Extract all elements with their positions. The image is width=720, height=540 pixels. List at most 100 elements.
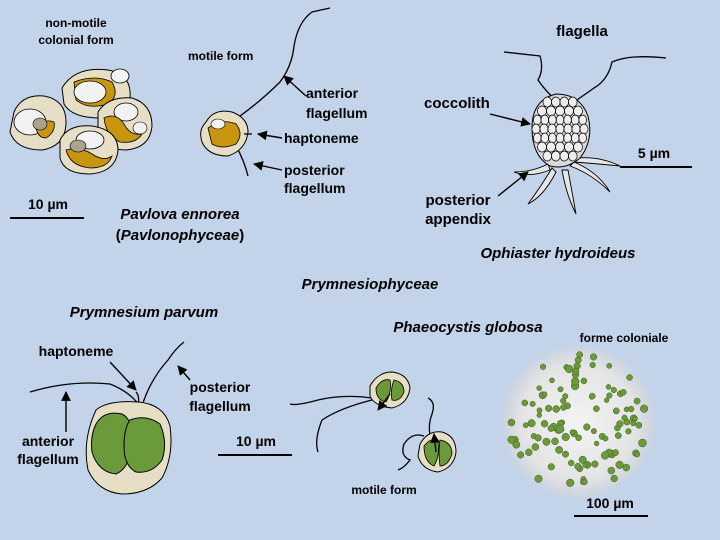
posterior-label-line1: posterior <box>284 162 345 178</box>
pavlova-colonial-cells <box>9 68 153 175</box>
appendix-label-line1: posterior <box>425 192 490 209</box>
ophiaster-scale-label: 5 µm <box>638 145 670 161</box>
coccolith-plate <box>555 132 565 144</box>
colony-cell <box>561 432 570 442</box>
posterior-label-line2: flagellum <box>284 180 345 196</box>
colony-cell <box>568 459 575 467</box>
colony-scale-label: 100 µm <box>586 495 634 511</box>
colony-cell <box>527 419 536 428</box>
coccolith-plate <box>578 132 587 144</box>
coccolith-plate <box>540 132 549 144</box>
coccolith-plate <box>563 123 573 135</box>
coccolith-plate <box>537 105 547 117</box>
colony-cell <box>593 440 600 447</box>
coccolith-plate <box>555 114 565 126</box>
colony-cell <box>591 460 599 468</box>
colony-cell <box>589 353 598 361</box>
motile-flagellum <box>427 397 434 437</box>
colony-cell <box>569 429 576 435</box>
colony-cell <box>603 397 610 403</box>
colony-cell <box>616 420 624 428</box>
class-title: Prymnesiophyceae <box>302 276 439 293</box>
pavlova-species-name: Pavlova ennorea <box>120 206 239 223</box>
colony-cell <box>605 384 612 390</box>
colony-cell <box>578 455 587 464</box>
colony-cell <box>572 367 580 375</box>
colony-cell <box>633 397 641 405</box>
colony-cell <box>555 424 565 434</box>
coccolith-plate <box>579 123 589 135</box>
colony-cell <box>536 412 542 418</box>
motile-flagellum <box>397 434 425 471</box>
pavlova-motile-label: motile form <box>188 49 253 63</box>
anterior-label-line1: anterior <box>306 85 359 101</box>
coccolith-plate <box>571 114 580 126</box>
coccolith-plate <box>564 141 574 153</box>
coccolith-plate <box>571 123 581 135</box>
prymnesium-posterior-line2: flagellum <box>189 398 250 414</box>
phaeocystis-species-name: Phaeocystis globosa <box>393 319 542 336</box>
colony-cell <box>507 418 516 427</box>
prymnesium-species-name: Prymnesium parvum <box>70 304 218 321</box>
colony-cell <box>600 451 610 460</box>
coccolith-arrow <box>489 113 531 127</box>
colony-cell <box>547 424 555 432</box>
coccolith-plate <box>555 141 565 153</box>
colony-cell <box>612 407 620 415</box>
phaeocystis-motile-cell-lower <box>397 397 457 473</box>
phaeocystis-motile-label: motile form <box>351 483 416 497</box>
motile-flagellum <box>289 395 373 406</box>
colony-cell <box>602 435 609 442</box>
colony-cell <box>521 399 529 407</box>
colony-cell <box>534 474 543 483</box>
ophiaster-species-name: Ophiaster hydroideus <box>480 245 635 262</box>
coccolith-plate <box>559 150 569 162</box>
colony-cell <box>610 474 618 483</box>
coccolith-plate <box>551 150 561 162</box>
coccolith-plate <box>555 123 565 135</box>
colony-cell <box>582 462 589 468</box>
colony-cell <box>574 462 582 470</box>
coccolith-plate <box>540 114 549 126</box>
coccolith-plate <box>542 96 552 108</box>
coccolith-plate <box>533 132 542 144</box>
colony-cell <box>610 386 617 394</box>
flagellum-right <box>567 56 667 107</box>
colony-cell <box>631 415 638 422</box>
coccolith-plate <box>559 96 569 108</box>
colony-cell <box>525 448 533 456</box>
coccolith-plate <box>563 114 572 126</box>
colony-cell <box>547 463 555 471</box>
coccolith-plate <box>542 150 552 162</box>
colony-cell <box>555 446 563 454</box>
pavlova-class-name: (Pavlonophyceae) <box>116 227 244 244</box>
phaeocystis-motile-cell-upper <box>289 371 411 453</box>
prymnesium-haptonema-arrow <box>109 361 137 391</box>
pavlova-haptonema-label: haptoneme <box>284 130 359 146</box>
colony-cell <box>512 440 521 449</box>
colony-cell <box>536 407 543 414</box>
coccolith-plate <box>548 132 557 144</box>
colony-cell <box>542 437 551 446</box>
colony-cell <box>623 418 631 426</box>
coccolith-plate <box>546 141 556 153</box>
colony-cell <box>541 391 548 398</box>
colony-cell <box>507 435 516 444</box>
coccolith-plate <box>533 114 542 126</box>
phaeocystis-scale-label: 10 µm <box>236 433 276 449</box>
prymnesium-posterior-line1: posterior <box>190 379 251 395</box>
colony-cell <box>638 438 647 448</box>
prymnesium-anterior-line1: anterior <box>22 433 75 449</box>
colony-cell <box>545 404 553 412</box>
coccolith-plate <box>548 114 557 126</box>
colonial-cell <box>61 68 131 119</box>
colony-cell <box>615 460 624 469</box>
colony-cell <box>589 361 596 369</box>
colony-cell <box>522 422 529 429</box>
coccolith-plate <box>573 105 583 117</box>
nonmotile-label-line1: non-motile <box>45 16 107 30</box>
motile-flagellum <box>316 399 373 453</box>
colony-cell <box>626 374 633 381</box>
colonial-cell <box>59 125 119 175</box>
